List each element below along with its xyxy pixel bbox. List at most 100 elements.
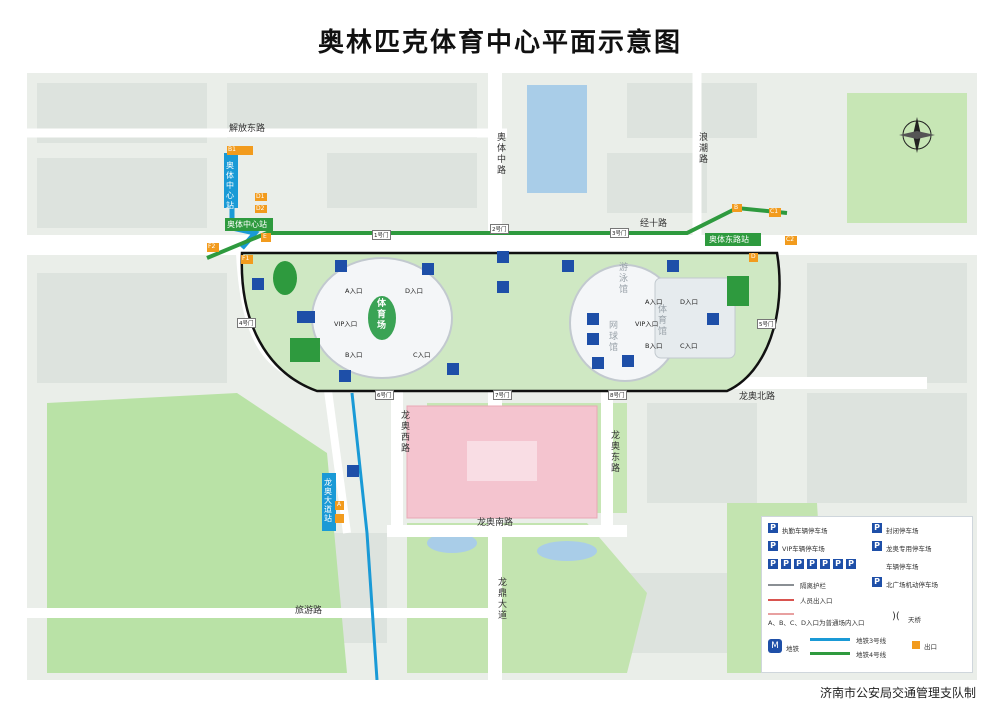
compass-icon (899, 117, 935, 153)
legend-item: 天桥 (908, 616, 921, 624)
map-canvas[interactable]: 解放东路 奥体中路 浪潮路 经十路 龙奥北路 龙奥西路 龙奥东路 龙奥南路 龙鼎… (27, 73, 977, 680)
venue-label-swim: 游泳馆 (619, 263, 629, 295)
legend-item: A、B、C、D入口为普通场内入口 (768, 619, 865, 627)
station-label-vertical: 奥体中心站 (226, 161, 234, 210)
entrance-label: B入口 (645, 342, 663, 350)
exit-label: C1 (770, 208, 779, 215)
legend-item: 地铁4号线 (856, 651, 887, 659)
entrance-line-icon (768, 613, 794, 615)
entrance-label: C入口 (413, 351, 431, 359)
parking-icon: P (872, 523, 882, 533)
entrance-label: A入口 (345, 287, 363, 295)
map-legend: P 执勤车辆停车场 P 封闭停车场 P VIP车辆停车场 P 龙奥专用停车场 P… (761, 516, 973, 673)
exit-label: B1 (228, 146, 236, 153)
road-label-aoti-east: 龙奥东路 (611, 431, 621, 474)
page-title: 奥林匹克体育中心平面示意图 (317, 28, 682, 58)
legend-item: 龙奥专用停车场 (886, 545, 932, 553)
swim-building (654, 277, 736, 359)
exit-label: F2 (208, 243, 216, 250)
road-label-jingshi: 经十路 (640, 219, 668, 229)
metro-line-4 (206, 205, 788, 260)
road-label-jiefang-east: 解放东路 (229, 124, 266, 134)
road-label-lvyou: 旅游路 (295, 606, 323, 616)
exit-label: B (734, 204, 739, 211)
parking-icon: P (833, 559, 843, 569)
parking-icons (252, 251, 719, 477)
parking-icon: P (794, 559, 804, 569)
road-label-longding: 龙鼎大道 (498, 578, 508, 621)
gate-label: 7号门 (493, 390, 512, 400)
parking-icon: P (872, 577, 882, 587)
gate-label: 5号门 (757, 319, 776, 329)
gate-label: 4号门 (237, 318, 256, 328)
venue-label-tennis: 网球馆 (609, 321, 619, 353)
parking-icon: P (820, 559, 830, 569)
parking-icon: P (768, 559, 778, 569)
line3-icon (810, 638, 850, 641)
station-label-aoti-east: 奥体东路站 (709, 235, 749, 244)
legend-item: 北广场机动停车场 (886, 581, 938, 589)
gate-label: 1号门 (372, 230, 391, 240)
road-label-aoti-south: 龙奥南路 (477, 518, 514, 528)
road-label-aoti-middle: 奥体中路 (497, 133, 507, 176)
venue-label-gym: 体育馆 (658, 305, 668, 337)
station-label-aoti-center: 奥体中心站 (227, 220, 267, 229)
legend-item: 车辆停车场 (886, 563, 919, 571)
exit-label: D2 (256, 205, 265, 212)
metro-line-3-south (350, 392, 379, 680)
entrance-label: A入口 (645, 298, 663, 306)
gate-label: 6号门 (375, 390, 394, 400)
gate-label: 8号门 (608, 390, 627, 400)
entrance-label: D入口 (680, 298, 699, 306)
plaza-center (467, 441, 537, 481)
exit-label: F1 (242, 255, 250, 262)
entrance-label: VIP入口 (334, 320, 358, 328)
exit-label: A (337, 501, 342, 508)
station-label-longao: 龙奥大道站 (324, 478, 332, 523)
exit-label: D1 (256, 193, 265, 200)
exit-label: D (751, 253, 756, 260)
parking-icon: P (768, 523, 778, 533)
legend-item: 隔离护栏 (800, 582, 826, 590)
legend-item: VIP车辆停车场 (782, 545, 825, 553)
map-svg (27, 73, 977, 680)
exit-label: C2 (786, 236, 795, 243)
metro-icon: M (768, 639, 782, 653)
road-label-aoti-west: 龙奥西路 (401, 411, 411, 454)
road-label-aoti-north: 龙奥北路 (739, 392, 776, 402)
field-small (290, 338, 320, 362)
bridge-icon: )( (892, 611, 900, 622)
gate-label: 3号门 (610, 228, 629, 238)
parking-icon: P (872, 541, 882, 551)
venue-label-stadium: 体育场 (377, 299, 387, 331)
gate-label: 2号门 (490, 224, 509, 234)
footer-credit: 济南市公安局交通管理支队制 (819, 686, 976, 700)
station-aoti-center (225, 218, 273, 231)
legend-item: 执勤车辆停车场 (782, 527, 828, 535)
stadium-field (368, 296, 396, 340)
exit-markers (207, 146, 797, 523)
parking-icon: P (846, 559, 856, 569)
station-vertical (224, 153, 238, 208)
entrance-label: C入口 (680, 342, 698, 350)
entrance-label: B入口 (345, 351, 363, 359)
field-east (727, 276, 749, 306)
road-label-langmao: 浪潮路 (699, 133, 709, 165)
station-aoti-east (705, 233, 761, 246)
parking-icon: P (807, 559, 817, 569)
north-plaza (406, 405, 598, 519)
parking-icon: P (781, 559, 791, 569)
entrance-line-icon (768, 599, 794, 601)
station-longao (322, 473, 336, 531)
parking-icon: P (768, 541, 778, 551)
entrance-label: VIP入口 (635, 320, 659, 328)
line4-icon (810, 652, 850, 655)
fence-line-icon (768, 584, 794, 586)
legend-item: 地铁3号线 (856, 637, 887, 645)
water-areas (427, 85, 597, 561)
legend-item: 封闭停车场 (886, 527, 919, 535)
entrance-label: D入口 (405, 287, 424, 295)
legend-item: 出口 (924, 643, 937, 651)
legend-item: 地铁 (786, 645, 799, 653)
legend-item: 人员出入口 (800, 597, 833, 605)
